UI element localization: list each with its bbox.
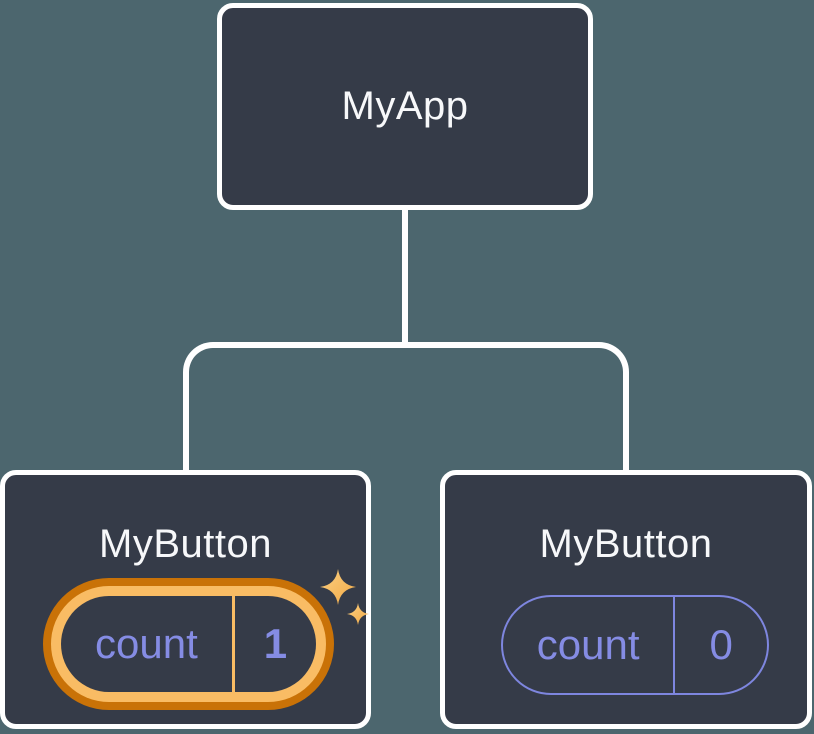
tree-node-mybutton-right: MyButton count 0 bbox=[440, 470, 812, 729]
node-label-mybutton-right: MyButton bbox=[539, 522, 713, 566]
tree-node-mybutton-left: MyButton count 1 bbox=[0, 470, 371, 729]
state-name-label: count bbox=[536, 621, 640, 668]
state-name-cell: count bbox=[61, 596, 232, 692]
sparkle-icon bbox=[320, 569, 369, 625]
connector-trunk bbox=[402, 207, 408, 345]
node-label-myapp: MyApp bbox=[341, 84, 469, 128]
state-value-label: 1 bbox=[263, 620, 288, 667]
node-label-mybutton-left: MyButton bbox=[99, 522, 272, 566]
state-name-cell: count bbox=[503, 597, 673, 693]
state-pill-highlight-ring: count 1 bbox=[51, 586, 326, 702]
tree-node-myapp: MyApp bbox=[217, 3, 593, 210]
state-value-cell: 0 bbox=[673, 597, 767, 693]
state-pill-body: count 1 bbox=[61, 596, 316, 692]
sparkle-icon-large bbox=[320, 569, 356, 605]
connector-branch-bracket bbox=[183, 342, 629, 472]
state-pill-plain: count 0 bbox=[501, 595, 769, 695]
state-pill-highlighted: count 1 bbox=[43, 578, 334, 710]
state-value-label: 0 bbox=[709, 621, 733, 668]
sparkle-icon-small bbox=[347, 603, 369, 625]
state-name-label: count bbox=[95, 620, 198, 667]
state-value-cell: 1 bbox=[231, 596, 316, 692]
